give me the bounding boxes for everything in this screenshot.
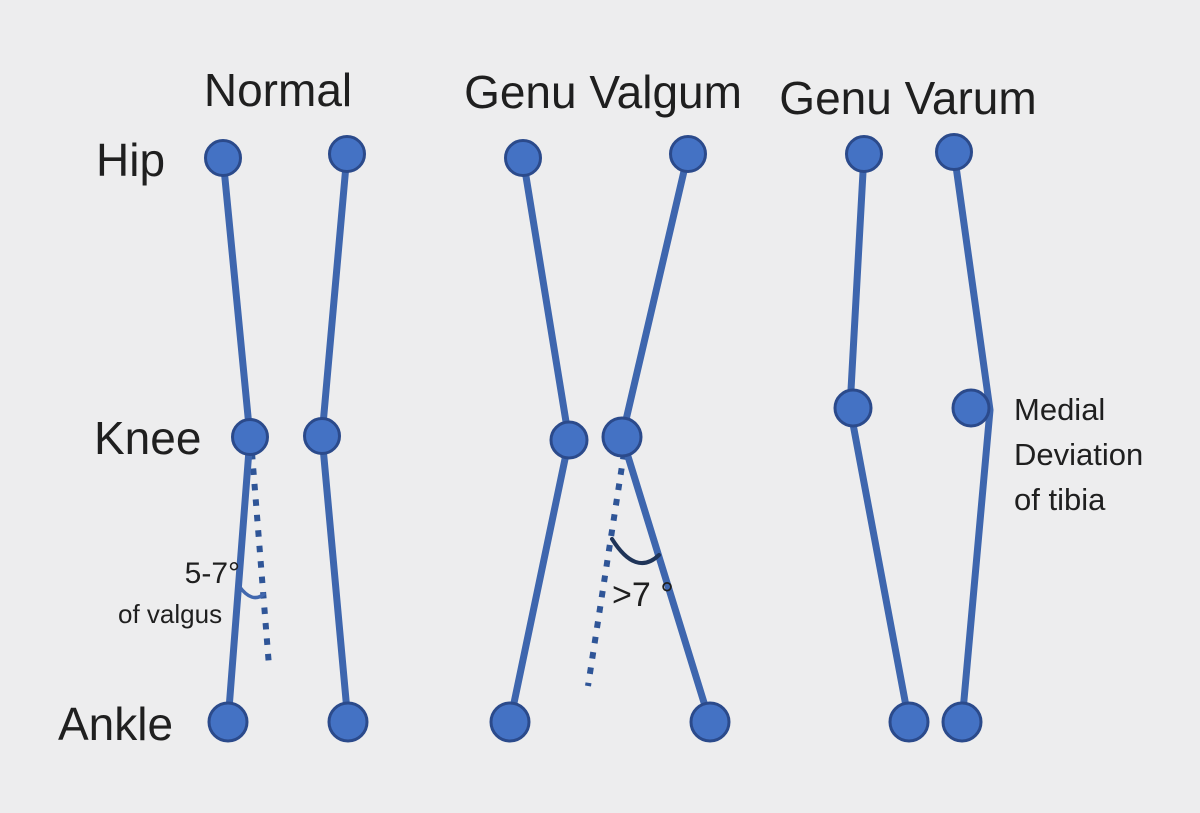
row-label-hip: Hip <box>96 134 166 186</box>
annotation-normal-valgus-label: of valgus <box>118 599 223 629</box>
normal-valgus-angle-arc <box>237 584 266 600</box>
varum-left-ankle-joint-dot <box>888 701 930 743</box>
annotation-medial-deviation-line-3: of tibia <box>1014 482 1106 517</box>
valgum-left-ankle-joint-dot <box>489 701 531 743</box>
normal-right-ankle-joint-dot <box>327 701 369 743</box>
valgum-right-knee-joint-dot <box>601 416 643 458</box>
normal-left-knee-joint-dot <box>231 418 269 456</box>
valgum-angle-arc <box>610 537 661 565</box>
varum-right-ankle-joint-dot <box>941 701 983 743</box>
title-genu-valgum: Genu Valgum <box>464 66 742 118</box>
normal-right-tibia-line <box>318 432 352 726</box>
varum-right-knee-joint-dot <box>951 388 991 428</box>
valgum-left-knee-joint-dot <box>549 420 589 460</box>
normal-right-knee-joint-dot <box>303 417 341 455</box>
valgum-right-femur-line <box>618 150 692 441</box>
valgum-right-ankle-joint-dot <box>689 701 731 743</box>
valgum-right-tibia-line <box>618 433 714 726</box>
annotation-valgum-angle: >7 ° <box>612 576 674 614</box>
title-genu-varum: Genu Varum <box>779 72 1037 124</box>
varum-left-knee-joint-dot <box>833 388 873 428</box>
normal-right-hip-joint-dot <box>328 135 366 173</box>
varum-right-hip-joint-dot <box>935 133 973 171</box>
varum-left-hip-joint-dot <box>845 135 883 173</box>
normal-left-femur-line <box>219 154 254 441</box>
normal-right-femur-line <box>318 150 351 440</box>
annotation-medial-deviation-line-1: Medial <box>1014 392 1106 427</box>
normal-left-tibia-line <box>224 433 254 726</box>
annotation-medial-deviation: Medial Deviation of tibia <box>1014 387 1143 522</box>
title-normal: Normal <box>203 64 353 116</box>
normal-left-ankle-joint-dot <box>207 701 249 743</box>
valgum-left-hip-joint-dot <box>504 139 542 177</box>
normal-left-hip-joint-dot <box>204 139 242 177</box>
row-label-ankle: Ankle <box>58 698 174 750</box>
normal-femur-axis-dotted-line <box>249 452 272 667</box>
annotation-normal-valgus-angle: 5-7° <box>184 557 240 590</box>
valgum-right-hip-joint-dot <box>669 135 707 173</box>
valgum-left-tibia-line <box>506 436 573 726</box>
valgum-left-femur-line <box>519 154 573 444</box>
row-label-knee: Knee <box>94 412 202 464</box>
annotation-medial-deviation-line-2: Deviation <box>1014 437 1144 472</box>
